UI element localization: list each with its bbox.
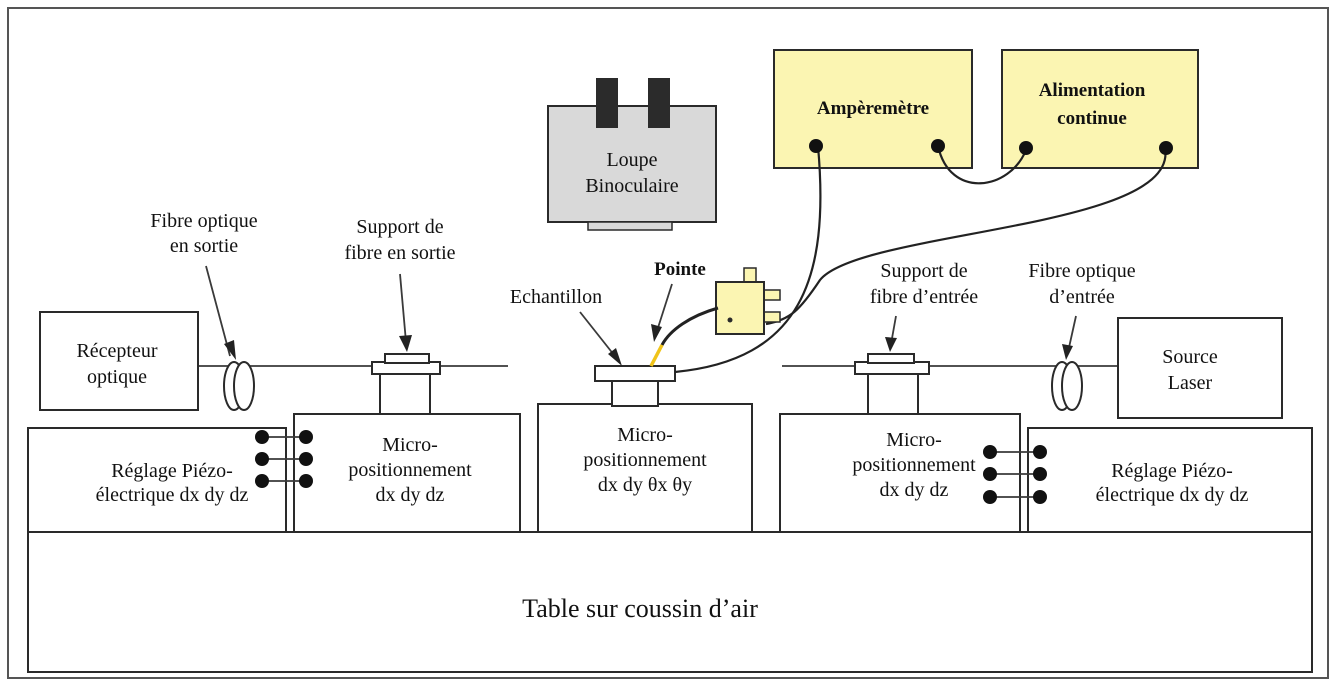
probe-tip-wire [660,306,719,346]
tip-arrow [655,283,673,335]
binocular-eyepiece-left [596,78,618,128]
micro-center-label-3: dx dy θx θy [598,474,692,496]
sample-arrowhead [608,348,622,366]
piezo-right-label-1: Réglage Piézo- [1111,460,1233,482]
probe-tip [649,344,664,367]
tip-arrowhead [651,324,662,342]
support-out-label-1: Support de [356,216,443,238]
fiber-coil-output [223,361,255,411]
piezo-stage-left [27,427,287,533]
piezo-left-label-1: Réglage Piézo- [111,460,233,482]
fiber-in-label-1: Fibre optique [1028,260,1135,282]
power-supply-label-2: continue [1057,108,1127,129]
support-in-arrowhead [885,337,897,352]
micro-right-label-2: positionnement [852,454,976,476]
fiber-in-arrowhead [1062,344,1073,360]
fiber-out-label-2: en sortie [170,235,238,257]
laser-label-1: Source [1162,346,1218,368]
wire-supply-to-tip [765,147,1167,326]
binocular-eyepiece-right [648,78,670,128]
micro-right-label-1: Micro- [886,429,942,451]
micro-center-label-1: Micro- [617,424,673,446]
ammeter-label: Ampèremètre [817,98,929,119]
fiber-out-label-1: Fibre optique [150,210,257,232]
micro-left-label-1: Micro- [382,434,438,456]
fiber-coil-input [1051,361,1083,411]
ammeter-terminal-right [931,139,945,153]
piezo-stage-right [1027,427,1313,533]
laser-source [1117,317,1283,419]
fiber-support-input [854,353,930,415]
fiber-support-output [371,353,441,415]
power-supply-label-1: Alimentation [1039,80,1146,101]
wire-ammeter-to-supply [936,145,1028,185]
diagram-frame [7,7,1329,679]
micro-left-label-3: dx dy dz [376,484,445,506]
support-out-label-2: fibre en sortie [344,242,455,264]
support-in-label-2: fibre d’entrée [870,286,978,308]
micro-right-label-3: dx dy dz [880,479,949,501]
sample-label: Echantillon [510,286,602,308]
wire-ammeter-to-sample [674,145,822,374]
binocular-magnifier [547,78,717,231]
fiber-out-arrowhead [224,340,236,360]
sample-holder [594,365,676,407]
receiver-label-1: Récepteur [76,340,157,362]
micro-left-label-2: positionnement [348,459,472,481]
fiber-out-arrow [205,265,231,357]
support-in-label-1: Support de [880,260,967,282]
micro-positioner-center [537,403,753,533]
piezo-screws-left [255,430,313,488]
support-out-arrow [399,273,407,343]
piezo-right-label-2: électrique dx dy dz [1096,484,1249,506]
support-out-arrowhead [399,335,412,352]
piezo-left-label-2: électrique dx dy dz [96,484,249,506]
air-cushion-table-label: Table sur coussin d’air [522,594,758,623]
piezo-screws-right [983,445,1047,504]
micro-positioner-right [779,413,1021,533]
supply-terminal-right [1159,141,1173,155]
tip-label: Pointe [654,259,706,280]
binocular-label-1: Loupe [606,149,657,171]
laser-label-2: Laser [1168,372,1213,394]
binocular-label-2: Binoculaire [585,175,678,197]
receiver-label-2: optique [87,366,147,388]
supply-terminal-left [1019,141,1033,155]
probe-tip-holder [715,267,781,335]
ammeter-terminal-left [809,139,823,153]
optical-receiver [39,311,199,411]
fiber-in-label-2: d’entrée [1049,286,1115,308]
micro-center-label-2: positionnement [583,449,707,471]
